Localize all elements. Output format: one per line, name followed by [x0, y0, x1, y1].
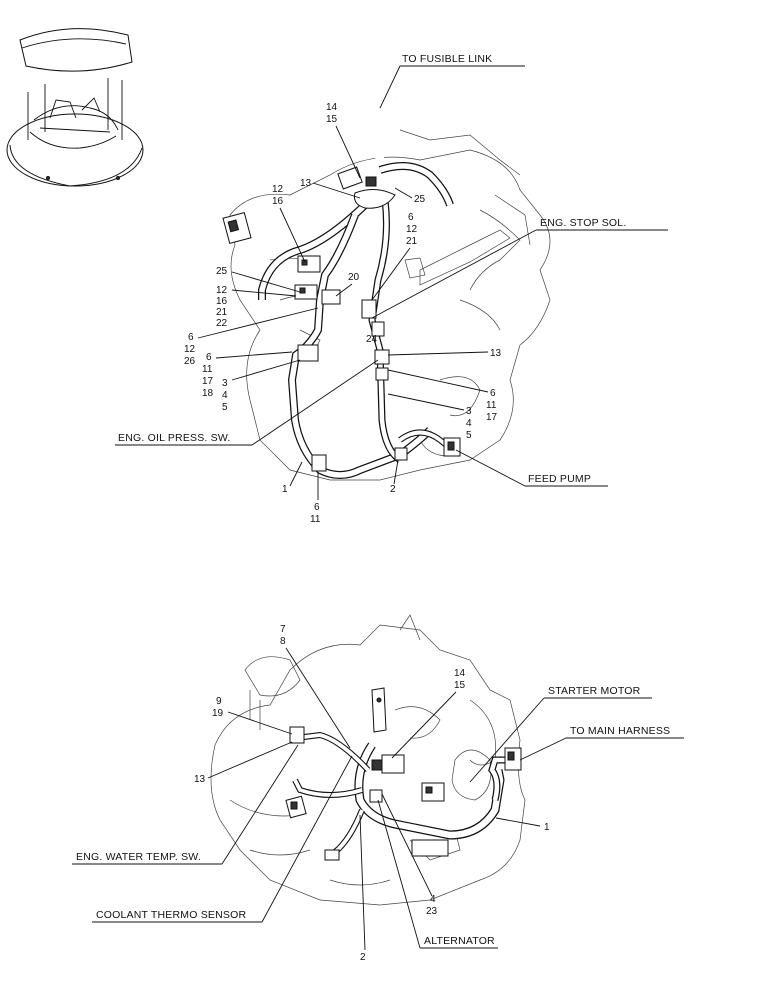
callouts-top: TO FUSIBLE LINK ENG. STOP SOL. ENG. OIL … [115, 53, 668, 525]
part-number: 2 [360, 952, 366, 963]
part-number: 1 [544, 822, 550, 833]
part-number: 13 [194, 774, 206, 785]
part-number: 25 [216, 266, 228, 277]
part-number: 15 [326, 114, 338, 125]
part-number: 7 [280, 624, 286, 635]
part-number: 23 [426, 906, 438, 917]
part-number: 24 [366, 334, 378, 345]
part-number: 3 [466, 406, 472, 417]
part-number: 4 [430, 894, 436, 905]
label-eng-oil-press-sw: ENG. OIL PRESS. SW. [118, 432, 231, 444]
wire-harness-top [222, 95, 461, 479]
part-number: 12 [272, 184, 284, 195]
part-number: 12 [406, 224, 418, 235]
part-number: 15 [454, 680, 466, 691]
part-number: 6 [206, 352, 212, 363]
part-number: 26 [184, 356, 196, 367]
part-number: 2 [390, 484, 396, 495]
part-number: 21 [406, 236, 418, 247]
label-to-fusible-link: TO FUSIBLE LINK [402, 53, 492, 65]
part-number: 4 [466, 418, 472, 429]
part-number: 21 [216, 307, 228, 318]
part-number: 25 [414, 194, 426, 205]
label-feed-pump: FEED PUMP [528, 473, 591, 485]
label-starter-motor: STARTER MOTOR [548, 685, 641, 697]
part-number: 6 [490, 388, 496, 399]
wire-harness-bottom [285, 687, 522, 861]
excavator-locator-thumbnail [6, 28, 144, 187]
part-number: 11 [310, 514, 321, 525]
part-number: 14 [454, 668, 466, 679]
part-number: 6 [314, 502, 320, 513]
part-number: 6 [188, 332, 194, 343]
part-number: 8 [280, 636, 286, 647]
part-number: 20 [348, 272, 360, 283]
part-number: 22 [216, 318, 228, 329]
part-number: 5 [466, 430, 472, 441]
part-number: 12 [216, 285, 228, 296]
part-number: 16 [272, 196, 284, 207]
part-number: 18 [202, 388, 214, 399]
label-eng-water-temp-sw: ENG. WATER TEMP. SW. [76, 851, 201, 863]
callouts-bottom: STARTER MOTOR TO MAIN HARNESS ENG. WATER… [72, 624, 684, 963]
part-number: 14 [326, 102, 338, 113]
part-number: 11 [202, 364, 213, 375]
part-number: 13 [300, 178, 312, 189]
label-to-main-harness: TO MAIN HARNESS [570, 725, 670, 737]
label-eng-stop-sol: ENG. STOP SOL. [540, 217, 626, 229]
part-number: 17 [202, 376, 214, 387]
part-number: 9 [216, 696, 222, 707]
part-number: 1 [282, 484, 288, 495]
part-number: 19 [212, 708, 224, 719]
label-alternator: ALTERNATOR [424, 935, 495, 947]
part-number: 16 [216, 296, 228, 307]
part-number: 11 [486, 400, 497, 411]
part-number: 6 [408, 212, 414, 223]
part-number: 4 [222, 390, 228, 401]
label-coolant-thermo-sensor: COOLANT THERMO SENSOR [96, 909, 246, 921]
part-number: 12 [184, 344, 196, 355]
part-number: 17 [486, 412, 498, 423]
part-number: 13 [490, 348, 502, 359]
part-number: 3 [222, 378, 228, 389]
part-number: 5 [222, 402, 228, 413]
